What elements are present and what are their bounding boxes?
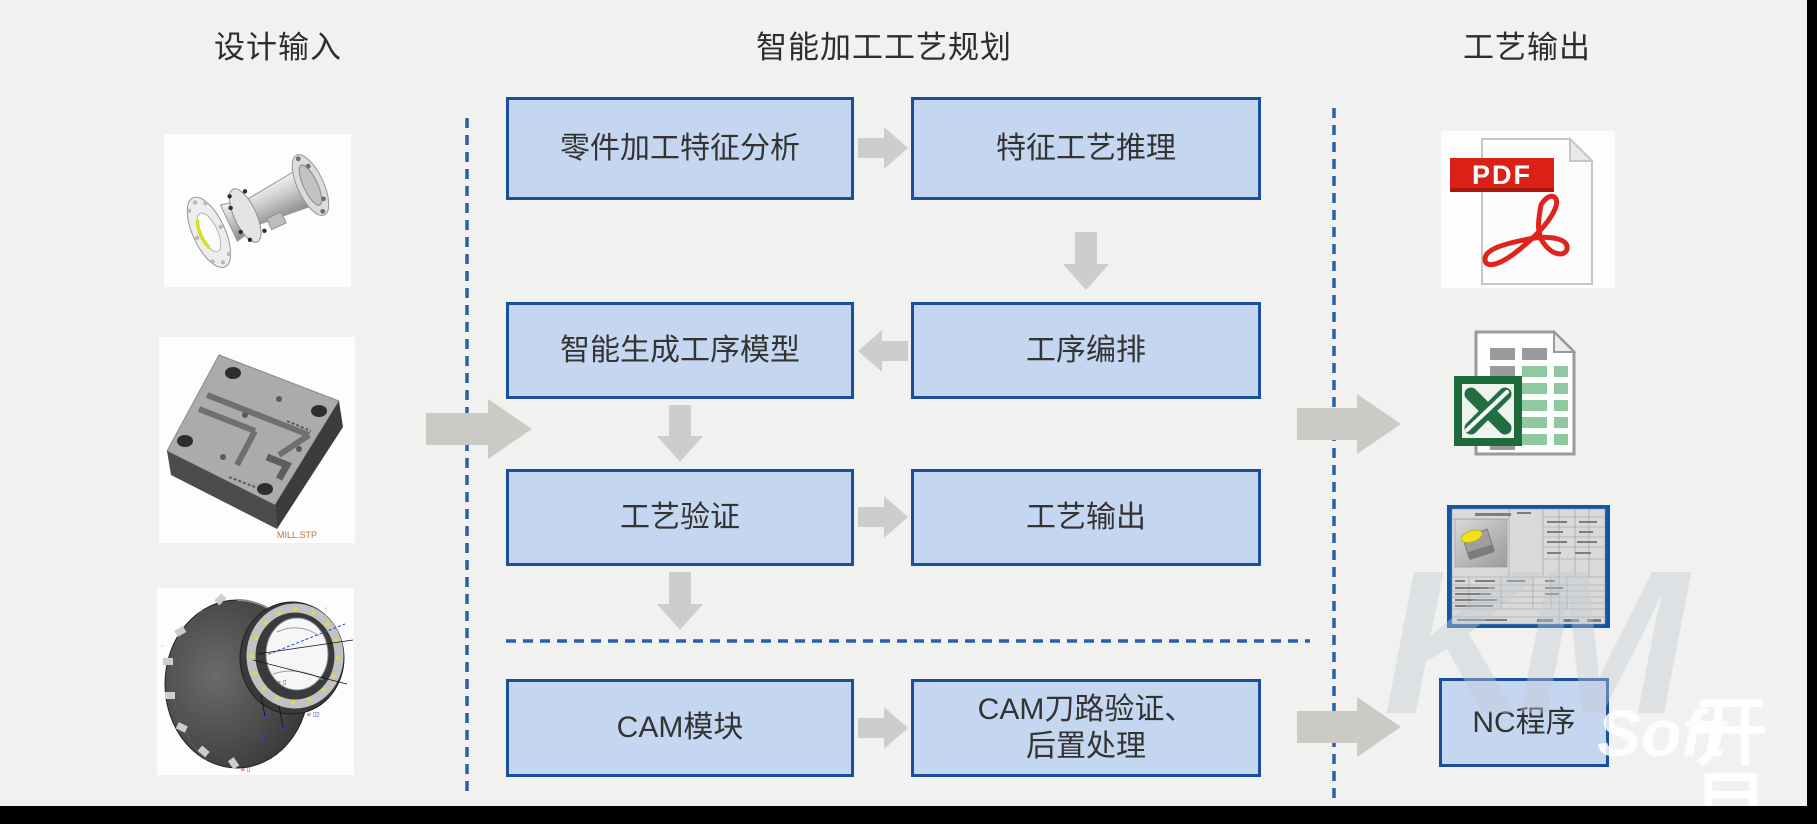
pdf-file-icon: PDF bbox=[1441, 131, 1615, 288]
flow-box-verification: 工艺验证 bbox=[506, 469, 854, 566]
flow-box-cam-module: CAM模块 bbox=[506, 679, 854, 777]
svg-text:⌀: ⌀ bbox=[241, 767, 245, 773]
flow-box-label: 工艺输出 bbox=[1026, 500, 1146, 534]
pdf-label: PDF bbox=[1472, 160, 1532, 190]
flow-box-label: 特征工艺推理 bbox=[996, 131, 1176, 165]
svg-text:▯: ▯ bbox=[283, 680, 286, 686]
part-block-image: MILL.STP bbox=[159, 337, 355, 543]
flow-box-label: 工序编排 bbox=[1026, 333, 1146, 367]
design-input-title: 设计输入 bbox=[214, 30, 342, 65]
flow-box-label: 零件加工特征分析 bbox=[560, 131, 800, 165]
flow-box-label: CAM模块 bbox=[616, 711, 744, 745]
arrow-right-row4-icon bbox=[858, 707, 908, 749]
pmi-annotations: ⌀▯▯ ⌀▯ ⌀▯▯ ⌀▯ ◦◦ ⌀▯ bbox=[161, 606, 327, 773]
svg-text:◦: ◦ bbox=[325, 606, 327, 612]
process-card-image bbox=[1447, 505, 1610, 628]
excel-file-icon bbox=[1454, 322, 1594, 470]
flow-box-label-line1: CAM刀路验证、 bbox=[977, 692, 1195, 726]
flow-box-label: 工艺验证 bbox=[620, 500, 740, 534]
process-output-title: 工艺输出 bbox=[1463, 30, 1591, 65]
flow-box-feature-analysis: 零件加工特征分析 bbox=[506, 97, 854, 200]
flow-box-cam-toolpath: CAM刀路验证、 后置处理 bbox=[911, 679, 1261, 777]
frame-strip-bottom bbox=[0, 806, 1817, 824]
svg-text:⌀: ⌀ bbox=[193, 732, 197, 738]
shaft-drawing bbox=[186, 154, 330, 268]
flow-box-operation-model: 智能生成工序模型 bbox=[506, 302, 854, 399]
flow-box-feature-reasoning: 特征工艺推理 bbox=[911, 97, 1261, 200]
arrow-down-colA1-icon bbox=[657, 405, 703, 462]
svg-text:▯: ▯ bbox=[199, 732, 202, 738]
flow-box-label-line2: 后置处理 bbox=[1026, 730, 1146, 763]
svg-text:▯▯: ▯▯ bbox=[313, 712, 320, 718]
svg-text:◦: ◦ bbox=[161, 644, 163, 650]
svg-text:▯: ▯ bbox=[247, 767, 250, 773]
process-planning-title: 智能加工工艺规划 bbox=[756, 30, 1012, 65]
block-file-caption: MILL.STP bbox=[277, 530, 317, 540]
part-shaft-image bbox=[164, 134, 351, 287]
svg-text:▯▯: ▯▯ bbox=[259, 734, 266, 740]
flow-box-operation-sequencing: 工序编排 bbox=[911, 302, 1261, 399]
flow-box-label: 智能生成工序模型 bbox=[560, 333, 800, 367]
flow-box-label: NC程序 bbox=[1472, 705, 1576, 739]
casing-drawing: ⌀▯▯ ⌀▯ ⌀▯▯ ⌀▯ ◦◦ ⌀▯ bbox=[161, 593, 354, 773]
arrow-right-row3-icon bbox=[858, 496, 908, 538]
svg-text:⌀: ⌀ bbox=[253, 734, 257, 740]
arrow-down-colB-icon bbox=[1063, 232, 1109, 290]
arrow-left-row2-icon bbox=[858, 330, 908, 372]
svg-text:⌀: ⌀ bbox=[277, 680, 281, 686]
frame-strip-right bbox=[1807, 0, 1817, 824]
arrow-down-colA2-icon bbox=[657, 572, 703, 630]
flow-box-nc-program: NC程序 bbox=[1439, 678, 1609, 767]
block-drawing: MILL.STP bbox=[166, 354, 343, 540]
arrow-right-row1-icon bbox=[858, 127, 908, 169]
flow-box-process-output: 工艺输出 bbox=[911, 469, 1261, 566]
svg-text:⌀: ⌀ bbox=[307, 712, 311, 718]
part-casing-image: ⌀▯▯ ⌀▯ ⌀▯▯ ⌀▯ ◦◦ ⌀▯ bbox=[157, 588, 354, 775]
